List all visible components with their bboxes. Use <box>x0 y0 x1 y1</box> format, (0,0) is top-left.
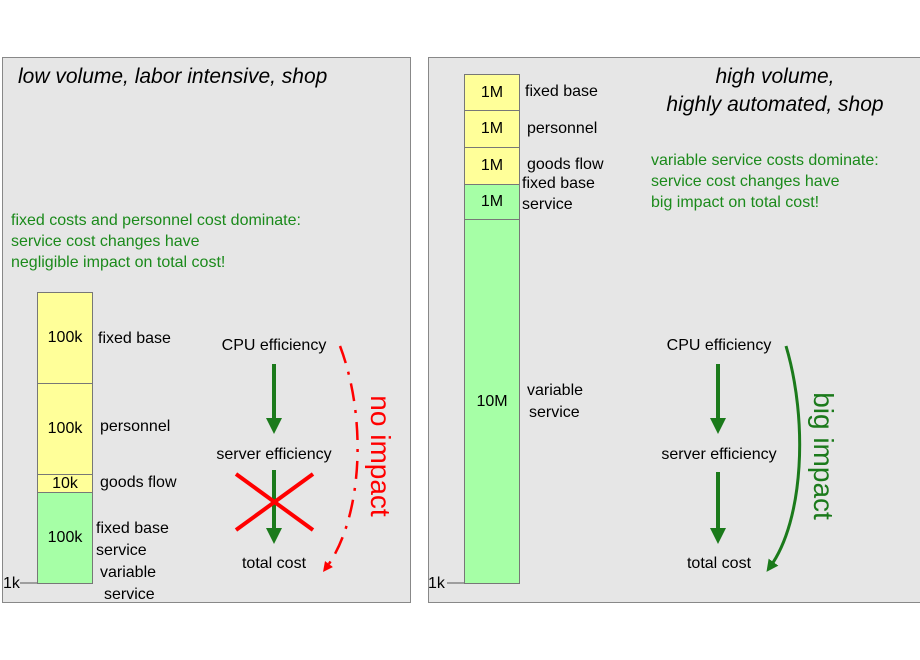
left-bar-fixed-base-service: 100k <box>37 492 93 584</box>
right-note-line-1: variable service costs dominate: <box>651 152 879 169</box>
left-label-fixed-base-2: fixed base <box>96 520 169 537</box>
right-note-line-2: service cost changes have <box>651 173 840 190</box>
right-base-label: 1k <box>428 575 445 592</box>
right-label-variable-service: service <box>529 404 580 421</box>
left-bar-personnel: 100k <box>37 383 93 475</box>
right-note: variable service costs dominate: service… <box>651 150 879 213</box>
left-cross-line-2 <box>234 472 315 532</box>
right-label-goods-flow: goods flow <box>527 156 604 173</box>
right-big-impact-curve <box>766 345 802 572</box>
left-note: fixed costs and personnel cost dominate:… <box>11 210 301 273</box>
right-title-line-1: high volume, <box>715 65 835 88</box>
right-note-line-3: big impact on total cost! <box>651 194 820 211</box>
right-label-variable: variable <box>527 382 584 399</box>
right-title: high volume, highly automated, shop <box>655 63 895 119</box>
right-bar-fixed-base-service: 1M <box>464 184 520 220</box>
left-label-goods-flow: goods flow <box>100 474 177 491</box>
right-flow-total-cost: total cost <box>686 555 752 572</box>
left-flow-total-cost: total cost <box>241 555 307 572</box>
left-flow-cpu-efficiency: CPU efficiency <box>221 337 327 354</box>
left-note-line-2: service cost changes have <box>11 233 200 250</box>
left-no-impact-curve <box>323 345 359 573</box>
right-title-line-2: highly automated, shop <box>666 93 884 116</box>
right-bar-goods-flow: 1M <box>464 147 520 185</box>
left-label-fixed-base: fixed base <box>98 330 171 347</box>
left-label-service: service <box>96 542 147 559</box>
left-label-variable-service: service <box>104 586 155 603</box>
left-flow-server-efficiency: server efficiency <box>216 446 332 463</box>
right-label-service: service <box>522 196 573 213</box>
left-note-line-1: fixed costs and personnel cost dominate: <box>11 212 301 229</box>
right-bar-variable-service: 10M <box>464 219 520 584</box>
right-bar-personnel: 1M <box>464 110 520 148</box>
left-base-label: 1k <box>3 575 20 592</box>
left-note-line-3: negligible impact on total cost! <box>11 254 226 271</box>
right-flow-server-efficiency: server efficiency <box>661 446 777 463</box>
right-flow-cpu-efficiency: CPU efficiency <box>666 337 772 354</box>
right-label-personnel: personnel <box>527 120 598 137</box>
right-label-fixed-base: fixed base <box>525 83 598 100</box>
left-title: low volume, labor intensive, shop <box>18 65 328 88</box>
left-label-personnel: personnel <box>100 418 171 435</box>
left-label-variable: variable <box>100 564 157 581</box>
left-bar-goods-flow: 10k <box>37 474 93 493</box>
left-bar-fixed-base: 100k <box>37 292 93 384</box>
right-label-fixed-base-2: fixed base <box>522 175 595 192</box>
